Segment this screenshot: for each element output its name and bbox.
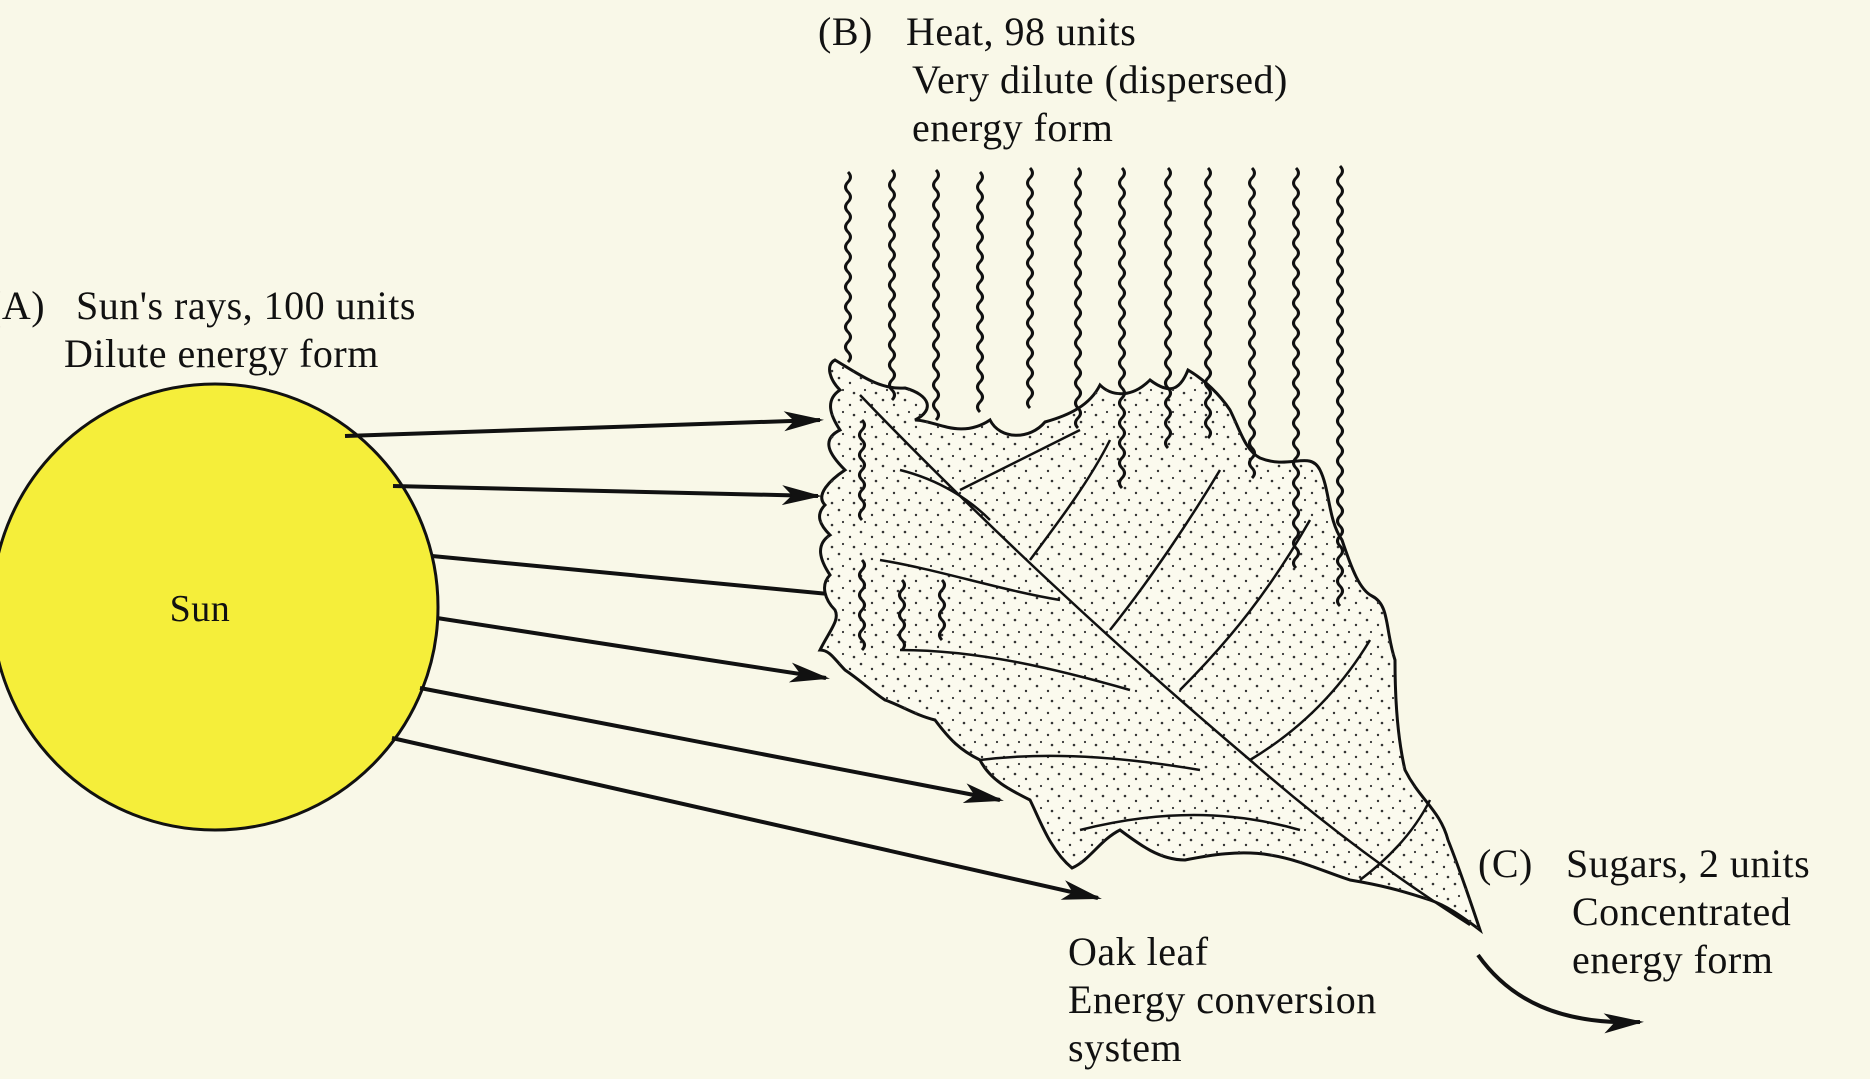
rays-line-1: Sun's rays, 100 units <box>76 283 416 328</box>
leaf-line-1: Oak leaf <box>1068 928 1377 976</box>
heat-line-2: Very dilute (dispersed) <box>818 56 1288 104</box>
sugars-tag: (C) <box>1478 840 1566 888</box>
ray-arrow <box>345 420 820 436</box>
ray-arrow <box>393 486 818 496</box>
sun-label: Sun <box>120 586 280 632</box>
heat-wave-line <box>1076 168 1081 428</box>
leaf-line-2: Energy conversion <box>1068 976 1377 1024</box>
heat-line-3: energy form <box>818 104 1288 152</box>
oak-leaf <box>820 360 1480 930</box>
heat-wave-line <box>1250 168 1255 478</box>
ray-arrow <box>437 618 826 678</box>
heat-annotation: (B)Heat, 98 units Very dilute (dispersed… <box>818 8 1288 152</box>
leaf-line-3: system <box>1068 1024 1377 1072</box>
leaf-annotation: Oak leaf Energy conversion system <box>1068 928 1377 1072</box>
oak-leaf-stipple <box>820 360 1480 930</box>
rays-tag: (A) <box>0 282 76 330</box>
sugars-line-1: Sugars, 2 units <box>1566 841 1810 886</box>
rays-annotation: (A)Sun's rays, 100 units Dilute energy f… <box>0 282 416 378</box>
heat-wave-line <box>934 170 939 420</box>
rays-line-2: Dilute energy form <box>0 330 416 378</box>
heat-wave-line <box>846 172 851 362</box>
sugars-annotation: (C)Sugars, 2 units Concentrated energy f… <box>1478 840 1810 984</box>
heat-tag: (B) <box>818 8 906 56</box>
sugars-line-3: energy form <box>1478 936 1810 984</box>
heat-wave-line <box>1028 168 1033 408</box>
heat-wave-line <box>890 170 895 400</box>
heat-wave-line <box>1294 168 1299 568</box>
heat-line-1: Heat, 98 units <box>906 9 1136 54</box>
heat-wave-line <box>978 172 983 412</box>
sugars-line-2: Concentrated <box>1478 888 1810 936</box>
